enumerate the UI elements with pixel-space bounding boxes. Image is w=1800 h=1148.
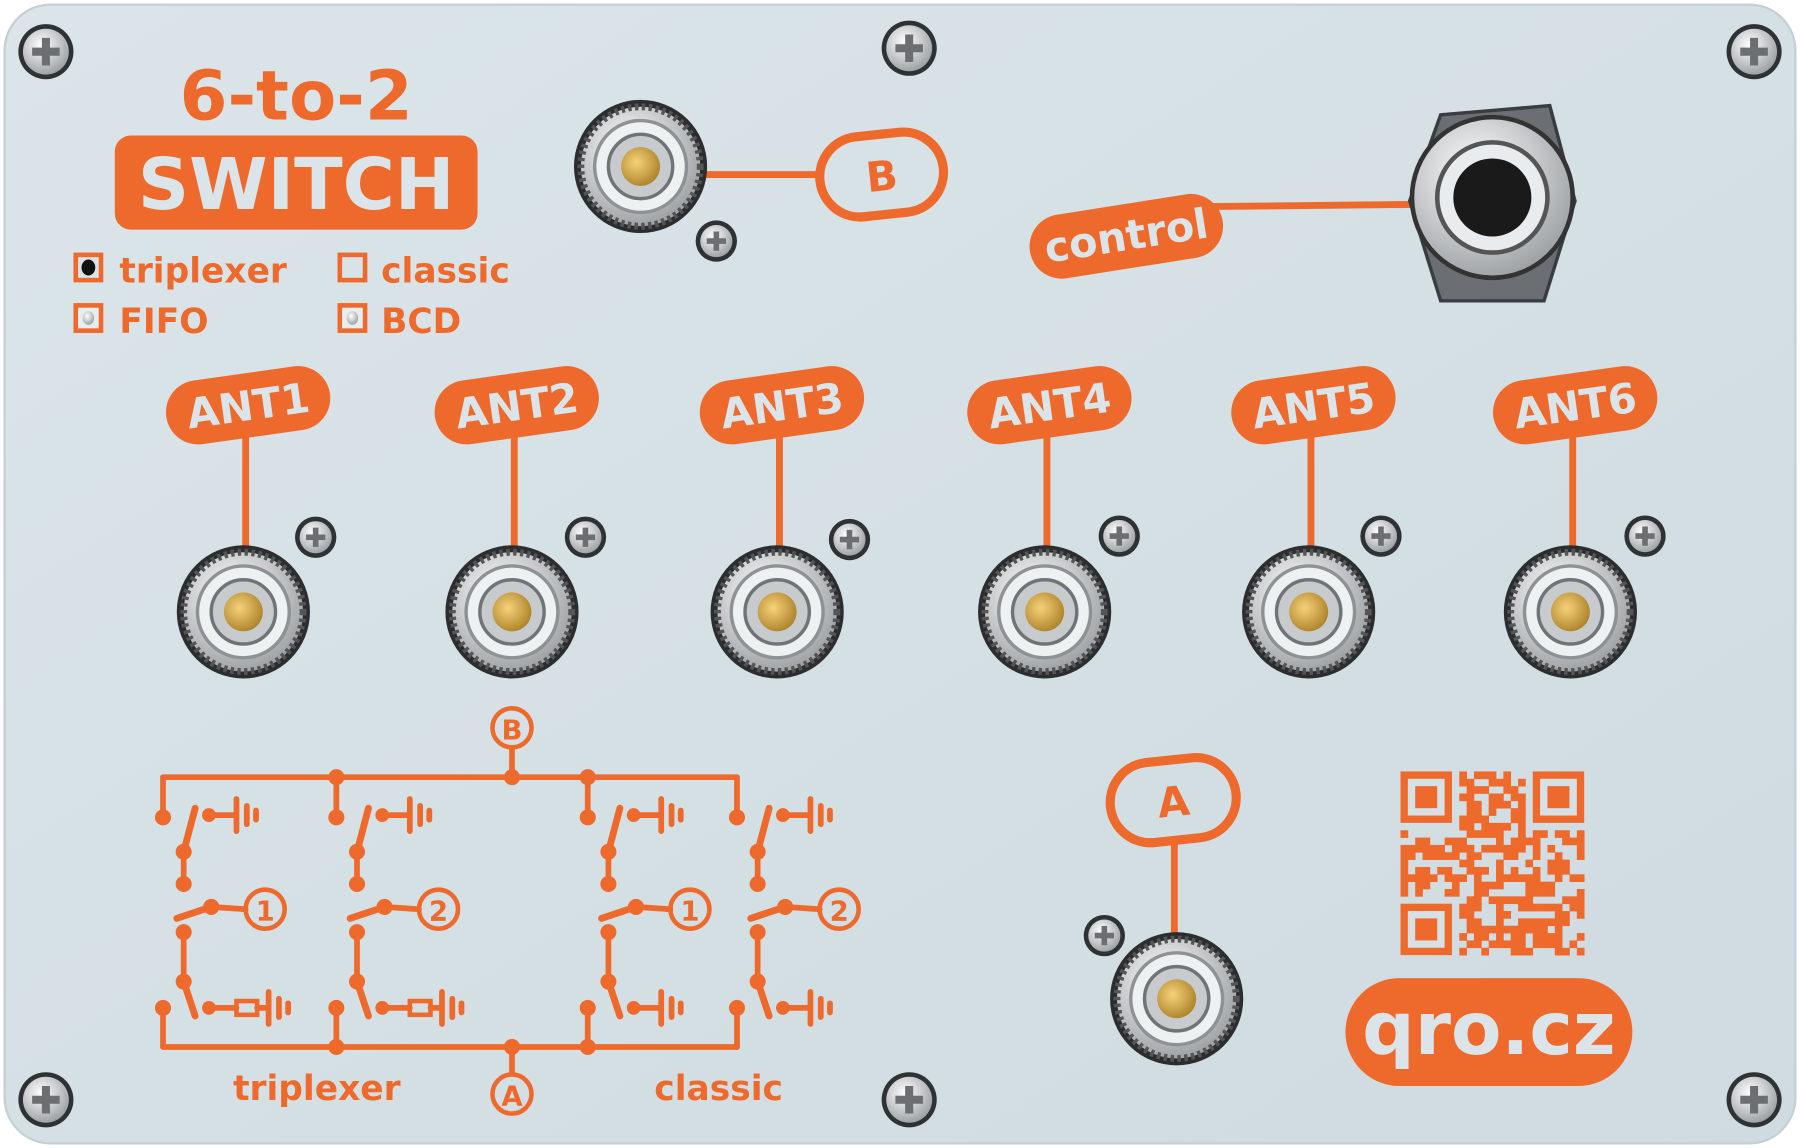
branch-number: 2	[830, 896, 849, 928]
logo-text: qro.cz	[1362, 987, 1615, 1072]
port-b-label: B	[864, 151, 900, 202]
antenna-port-2: ANT2	[434, 366, 599, 679]
title-6-to-2: 6-to-2	[180, 56, 413, 136]
diagram-label-classic: classic	[654, 1069, 783, 1109]
connector-screw-icon	[1083, 914, 1125, 957]
antenna-label-pill	[967, 366, 1132, 445]
port-b-connector[interactable]	[573, 99, 708, 234]
diagram-node-a-label: A	[501, 1081, 523, 1113]
panel-background	[3, 3, 1797, 1145]
svg-text:FIFO: FIFO	[119, 302, 208, 342]
mode-fifo: FIFO	[73, 302, 208, 342]
port-a-label: A	[1155, 777, 1192, 828]
antenna-label-pill	[434, 366, 599, 445]
panel-screw-icon	[1726, 1072, 1782, 1128]
center-pin-icon	[621, 146, 661, 186]
diagram-label-triplexer: triplexer	[233, 1069, 401, 1109]
antenna-label-pill	[1231, 366, 1396, 445]
antenna-connector-3[interactable]	[710, 545, 844, 679]
antenna-label-pill	[699, 366, 865, 445]
antenna-connector-4[interactable]	[978, 545, 1112, 679]
antenna-connector-1[interactable]	[176, 545, 310, 679]
center-pin-icon	[1025, 592, 1065, 632]
control-label-pill	[1029, 193, 1224, 279]
antenna-label-pill	[165, 366, 331, 445]
port-b-label-pill	[815, 127, 949, 222]
diagram-node-b	[490, 706, 534, 750]
center-pin-icon	[1550, 592, 1590, 632]
port-a-connector[interactable]	[1110, 932, 1244, 1066]
antenna-connector-6[interactable]	[1503, 545, 1637, 679]
antenna-port-5: ANT5	[1231, 366, 1396, 679]
led-icon	[81, 259, 96, 276]
switch-schematic	[154, 745, 861, 1077]
diagram-node-a	[490, 1072, 534, 1116]
svg-text:triplexer: triplexer	[119, 251, 287, 291]
antenna-port-3: ANT3	[699, 366, 865, 679]
port-a-label-pill	[1105, 752, 1241, 848]
connector-screw-icon	[1360, 515, 1402, 557]
antenna-connector-5[interactable]	[1242, 545, 1376, 679]
center-pin-icon	[492, 592, 532, 632]
antenna-label-pill	[1492, 366, 1658, 445]
center-pin-icon	[757, 592, 797, 632]
connector-screw-icon	[695, 220, 737, 262]
jack-socket-icon	[1453, 158, 1532, 237]
connector-screw-icon	[1098, 515, 1140, 557]
panel-screw-icon	[881, 20, 937, 76]
panel-screw-icon	[1726, 24, 1782, 80]
branch-number: 2	[429, 896, 448, 928]
branch-number: 1	[256, 896, 275, 928]
connector-screw-icon	[1624, 515, 1666, 557]
connector-screw-icon	[295, 516, 337, 558]
antenna-port-4: ANT4	[967, 366, 1132, 679]
mode-classic: classic	[337, 251, 510, 291]
center-pin-icon	[1157, 979, 1197, 1019]
branch-number: 1	[680, 896, 699, 928]
mode-bcd: BCD	[337, 302, 461, 342]
svg-text:BCD: BCD	[381, 302, 461, 342]
led-icon	[82, 311, 95, 325]
antenna-connector-2[interactable]	[445, 545, 579, 679]
antenna-port-1: ANT1	[165, 366, 331, 679]
switch-title-badge	[114, 135, 478, 230]
diagram-node-b-label: B	[501, 714, 522, 746]
antenna-port-6: ANT6	[1492, 366, 1658, 679]
qr-code[interactable]	[1400, 771, 1585, 956]
center-pin-icon	[1289, 592, 1329, 632]
connector-screw-icon	[564, 516, 607, 558]
led-icon	[346, 311, 359, 325]
title-switch: SWITCH	[138, 143, 455, 226]
panel-screw-icon	[18, 1072, 74, 1128]
connector-screw-icon	[828, 518, 871, 561]
logo-badge	[1345, 978, 1633, 1086]
center-pin-icon	[223, 592, 263, 632]
control-jack[interactable]	[1407, 103, 1577, 303]
mode-triplexer: triplexer	[73, 251, 287, 291]
panel-screw-icon	[18, 24, 74, 80]
svg-text:classic: classic	[381, 251, 510, 291]
panel-screw-icon	[881, 1072, 937, 1128]
